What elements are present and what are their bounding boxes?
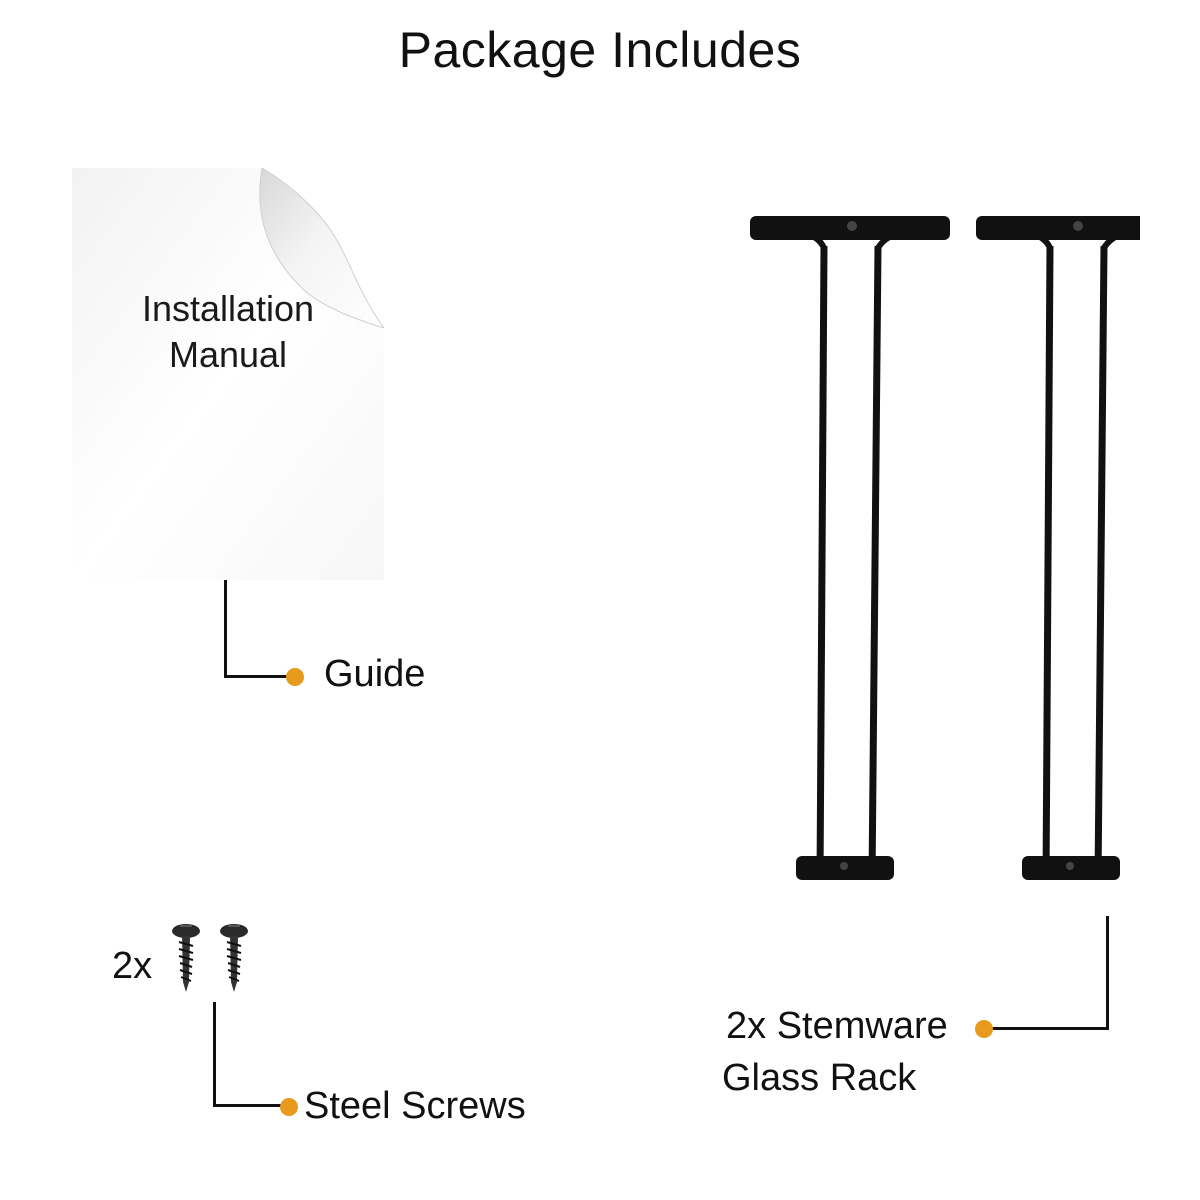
screws-leader-line-h — [213, 1104, 285, 1107]
manual-title-line1: Installation — [141, 288, 315, 329]
manual-title: Installation Manual — [72, 286, 384, 378]
screws-quantity: 2x — [112, 945, 153, 987]
screws-leader-line — [213, 1002, 216, 1106]
rack-leader-line — [1106, 916, 1109, 1030]
rack-label-line2: Glass Rack — [722, 1057, 917, 1099]
screws-label: Steel Screws — [304, 1085, 526, 1127]
guide-leader-line — [224, 580, 227, 678]
rack-leader-line-h — [990, 1027, 1109, 1030]
screw-icon — [164, 922, 264, 1002]
stemware-rack-icon — [740, 200, 1140, 900]
screws-bullet-dot-icon — [280, 1098, 298, 1116]
guide-label: Guide — [324, 653, 426, 695]
page-title: Package Includes — [398, 22, 802, 78]
rack-label-line1: 2x Stemware — [726, 1005, 948, 1047]
guide-bullet-dot-icon — [286, 668, 304, 686]
page-curl-icon — [222, 167, 386, 329]
rack-bullet-dot-icon — [975, 1020, 993, 1038]
manual-title-line2: Manual — [168, 334, 288, 375]
guide-leader-line-h — [224, 675, 290, 678]
